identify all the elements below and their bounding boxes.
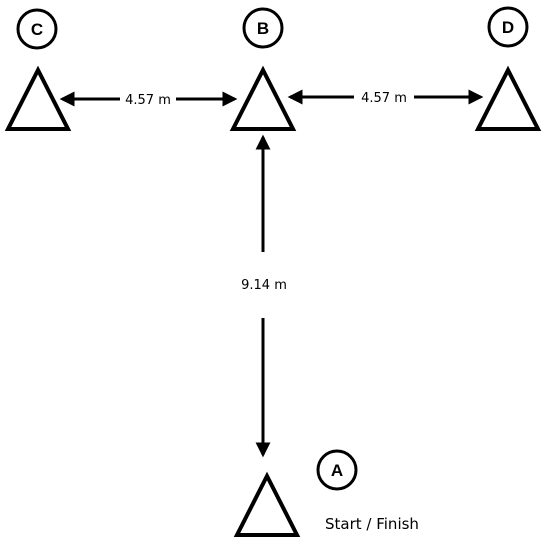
marker-d: D	[487, 6, 529, 48]
marker-c-label: C	[31, 20, 43, 39]
cone-a-icon	[233, 471, 301, 537]
distance-b-d: 4.57 m	[287, 89, 484, 106]
distance-c-b-label: 4.57 m	[125, 93, 171, 108]
cone-c-icon	[4, 65, 72, 131]
cone-d-icon	[474, 65, 542, 131]
start-finish-caption: Start / Finish	[325, 515, 419, 533]
distance-c-b: 4.57 m	[59, 91, 238, 108]
distance-a-b-label: 9.14 m	[241, 278, 287, 293]
marker-d-circle	[487, 6, 529, 48]
marker-b-circle	[242, 7, 284, 49]
marker-a: A	[316, 449, 358, 491]
marker-a-label: A	[331, 461, 343, 480]
distance-b-d-label: 4.57 m	[361, 91, 407, 106]
distance-a-b: 9.14 m	[241, 134, 287, 458]
marker-b: B	[242, 7, 284, 49]
marker-c-circle	[16, 8, 58, 50]
marker-b-label: B	[257, 19, 269, 38]
marker-d-label: D	[502, 18, 514, 37]
marker-a-circle	[316, 449, 358, 491]
marker-c: C	[16, 8, 58, 50]
cone-b-icon	[229, 65, 297, 131]
